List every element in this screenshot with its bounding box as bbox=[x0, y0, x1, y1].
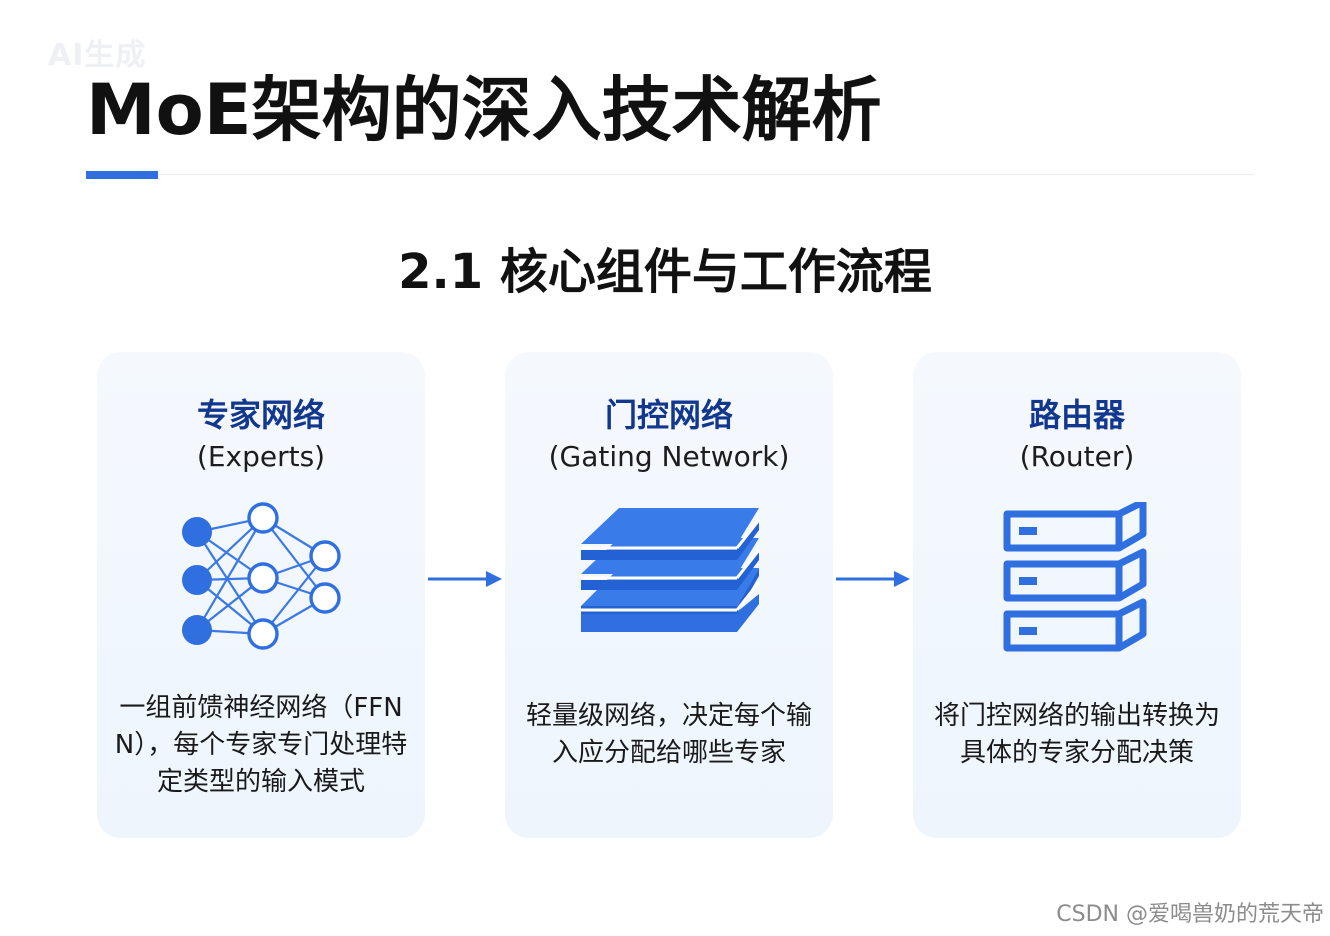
top-watermark: AI生成 bbox=[48, 38, 147, 73]
card-subtitle: (Gating Network) bbox=[548, 440, 790, 473]
arrow-right-icon bbox=[428, 571, 502, 587]
arrow-right-icon bbox=[836, 571, 910, 587]
card-gating-network: 门控网络 (Gating Network) 轻量级网络，决定每个输入应分配给哪些… bbox=[505, 352, 833, 838]
footer-watermark: CSDN @爱喝兽奶的荒天帝 bbox=[1056, 902, 1324, 927]
card-description: 轻量级网络，决定每个输入应分配给哪些专家 bbox=[525, 701, 812, 768]
card-title: 门控网络 bbox=[604, 396, 733, 434]
card-subtitle: (Experts) bbox=[196, 440, 326, 473]
server-rack-icon bbox=[1003, 502, 1147, 652]
neural-network-icon bbox=[182, 502, 341, 650]
card-title: 专家网络 bbox=[196, 396, 325, 434]
page-title: MoE架构的深入技术解析 bbox=[86, 69, 882, 151]
card-description: 一组前馈神经网络（FFN N），每个专家专门处理特定类型的输入模式 bbox=[114, 693, 408, 797]
title-divider bbox=[158, 174, 1254, 175]
card-subtitle: (Router) bbox=[1019, 440, 1135, 473]
card-description: 将门控网络的输出转换为具体的专家分配决策 bbox=[933, 701, 1220, 768]
card-router: 路由器 (Router) 将门控网络的输出转换为具体的专家分配决策 bbox=[913, 352, 1241, 838]
card-title: 路由器 bbox=[1028, 396, 1125, 434]
stacked-layers-icon bbox=[581, 508, 761, 632]
card-experts: 专家网络 (Experts) bbox=[97, 352, 425, 838]
section-title: 2.1 核心组件与工作流程 bbox=[398, 244, 932, 300]
title-accent-bar bbox=[86, 171, 158, 179]
